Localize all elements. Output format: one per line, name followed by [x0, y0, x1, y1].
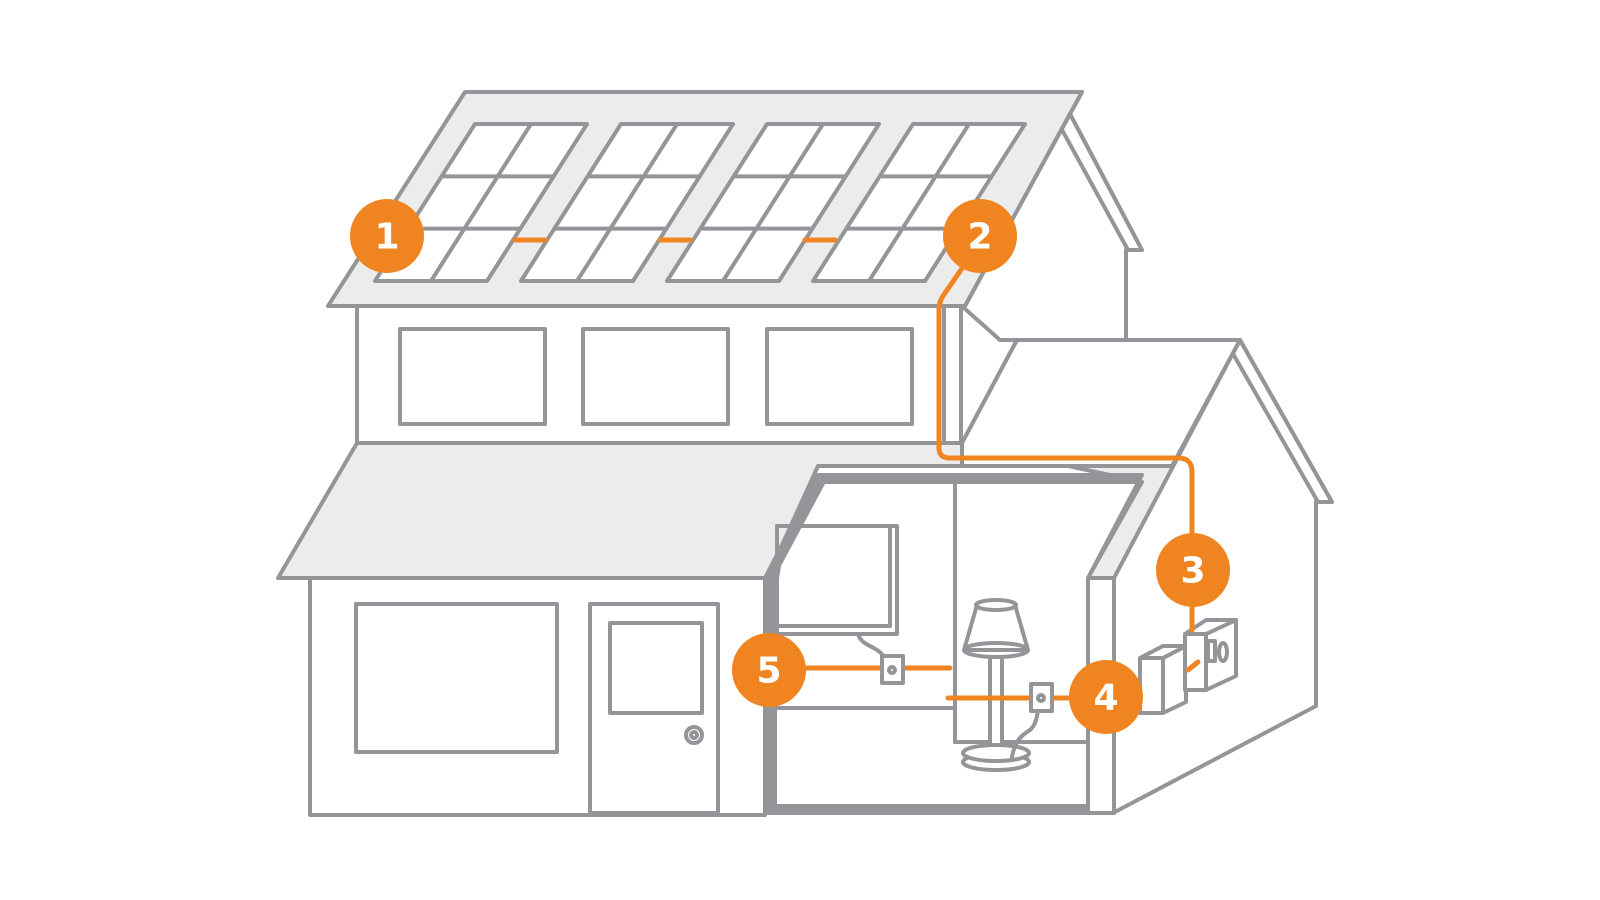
step-badge-1: 1 — [350, 199, 424, 273]
solar-panel-4 — [811, 122, 1027, 283]
lower-wall — [308, 576, 767, 817]
step-badge-5-number: 5 — [756, 651, 781, 692]
step-badge-3: 3 — [1156, 533, 1230, 607]
step-badge-1-number: 1 — [374, 217, 399, 258]
roof-conduit-wire — [936, 261, 1195, 535]
tv-frame — [775, 524, 892, 628]
step-badge-4: 4 — [1069, 660, 1143, 734]
solar-cell-divider — [721, 122, 825, 283]
solar-panel-1 — [373, 122, 589, 283]
upper-window-3 — [765, 327, 914, 426]
outlet-lamp-plug — [1036, 693, 1046, 703]
solar-panel-2 — [519, 122, 735, 283]
meter-box-top — [1183, 618, 1238, 636]
meter-dial — [1217, 641, 1229, 663]
solar-panel-array — [373, 122, 1027, 283]
box-link-wire — [1185, 659, 1201, 673]
step-badge-4-circle — [1069, 660, 1143, 734]
step-badge-4-number: 4 — [1093, 678, 1118, 719]
upper-window-2 — [581, 327, 730, 426]
solar-cell-divider — [575, 122, 679, 283]
upper-gable-trim — [1048, 93, 1144, 252]
inverter-box — [1138, 656, 1165, 715]
step-badge-1-circle — [350, 199, 424, 273]
lower-house — [276, 441, 964, 817]
outlet-lamp — [1029, 682, 1054, 713]
step-badges: 1 2 3 4 5 — [350, 199, 1230, 734]
outlets — [880, 654, 1054, 713]
cutaway-room — [763, 473, 1144, 815]
upper-window-1 — [398, 327, 547, 426]
cutaway-frame-bottom — [765, 804, 1088, 815]
lamp-base-top — [961, 743, 1031, 763]
side-house-trim — [1230, 338, 1334, 504]
lower-window — [354, 602, 559, 754]
solar-cell-divider — [867, 122, 971, 283]
meter-window — [1206, 639, 1217, 663]
lower-roof — [276, 441, 964, 580]
front-door — [588, 602, 720, 815]
outlet-tv-plug — [887, 665, 897, 675]
door-window — [608, 621, 704, 715]
door-knob-inner — [689, 730, 699, 740]
step-badge-2-circle — [943, 199, 1017, 273]
step-badge-5-circle — [732, 633, 806, 707]
wiring — [512, 237, 1201, 701]
step-badge-5: 5 — [732, 633, 806, 707]
solar-cell-divider — [429, 122, 533, 283]
outlet-tv — [880, 654, 905, 685]
step-badge-2-number: 2 — [967, 217, 992, 258]
step-badge-3-number: 3 — [1180, 551, 1205, 592]
step-badge-2: 2 — [943, 199, 1017, 273]
solar-panel-3 — [665, 122, 881, 283]
door-knob — [684, 725, 704, 745]
lamp-shade-top — [974, 598, 1018, 612]
lamp-cord — [1010, 701, 1040, 759]
step-badge-3-circle — [1156, 533, 1230, 607]
